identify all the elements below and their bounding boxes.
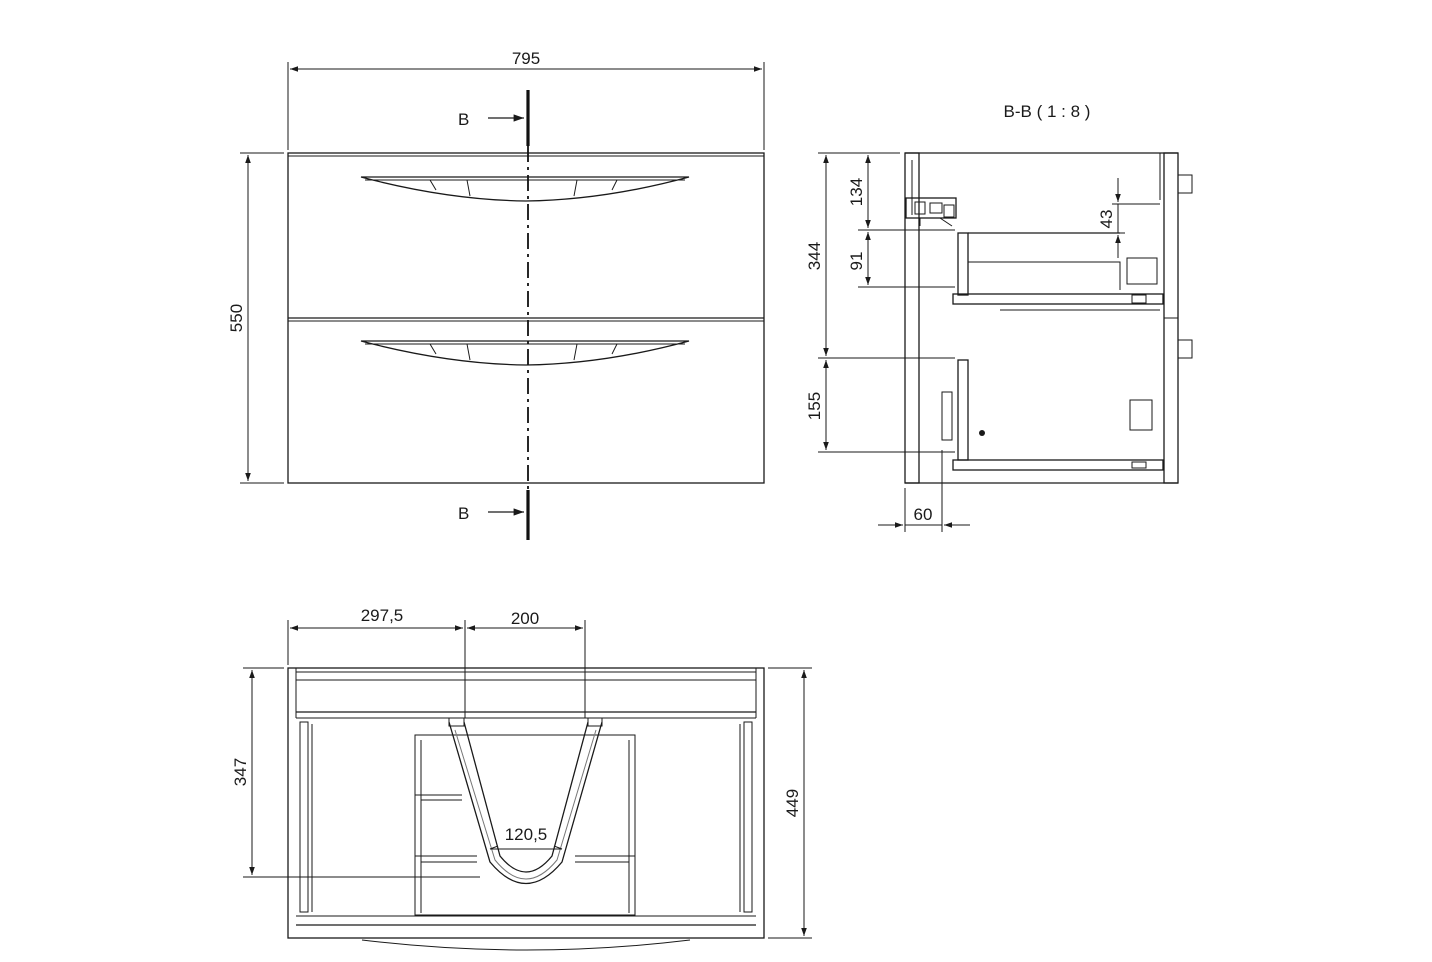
dim-347-label: 347 xyxy=(231,758,250,786)
siphon-cutout xyxy=(448,721,603,885)
dim-449-label: 449 xyxy=(783,789,802,817)
width-dimension-label: 795 xyxy=(512,49,540,68)
dim-155-label: 155 xyxy=(805,392,824,420)
upper-drawer-box xyxy=(952,232,1164,311)
dim-120-5-label: 120,5 xyxy=(505,825,548,844)
front-view: B B 795 550 xyxy=(227,49,765,540)
section-view: B-B ( 1 : 8 ) xyxy=(805,102,1193,532)
dim-200-label: 200 xyxy=(511,609,539,628)
dim-134-label: 134 xyxy=(847,178,866,206)
section-marker-top: B xyxy=(458,110,469,129)
dim-344-label: 344 xyxy=(805,242,824,270)
lower-drawer-handle xyxy=(360,340,690,366)
hanging-bracket xyxy=(905,197,957,227)
height-dimension-label: 550 xyxy=(227,304,246,332)
top-view-outline xyxy=(287,667,765,939)
upper-drawer-handle xyxy=(360,176,690,202)
dim-91-label: 91 xyxy=(847,252,866,271)
top-view: 297,5 200 347 449 120,5 xyxy=(231,606,812,951)
inner-compartment xyxy=(414,734,636,916)
lower-drawer-box xyxy=(941,359,1164,471)
handle-curve xyxy=(361,939,691,951)
dim-297-5-label: 297,5 xyxy=(361,606,404,625)
section-marker-bottom: B xyxy=(458,504,469,523)
section-title: B-B ( 1 : 8 ) xyxy=(1004,102,1091,121)
dim-43-label: 43 xyxy=(1097,210,1116,229)
dim-60-label: 60 xyxy=(914,505,933,524)
